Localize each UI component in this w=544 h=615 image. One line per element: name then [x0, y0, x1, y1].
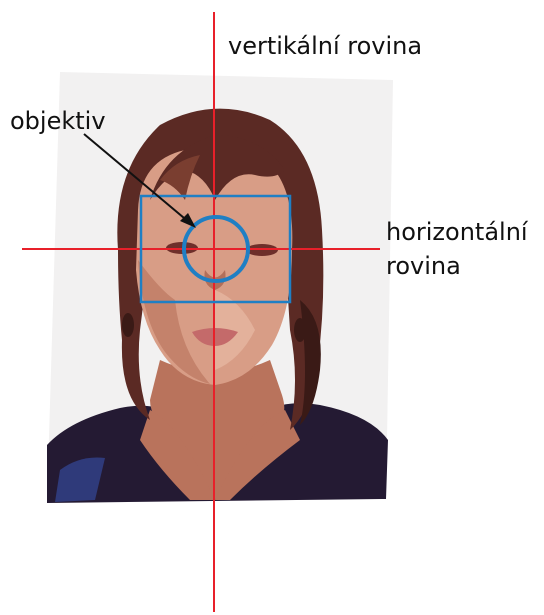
face-light: [215, 290, 255, 370]
horizontal-plane-label-line1: horizontální: [386, 218, 528, 246]
left-earring: [122, 313, 134, 337]
portrait-photo: [47, 72, 393, 503]
objective-leader-line: [83, 133, 191, 224]
objective-circle-icon: [182, 215, 250, 283]
bangs-highlight: [160, 155, 200, 200]
horizontal-plane-label-line2: rovina: [386, 252, 461, 280]
vertical-plane-label: vertikální rovina: [228, 32, 423, 60]
framing-rectangle: [139, 194, 292, 304]
bangs: [150, 135, 285, 200]
clothing: [47, 403, 388, 503]
objective-label: objektiv: [10, 107, 106, 135]
chest: [140, 410, 300, 500]
face-shadow: [138, 260, 210, 384]
neck: [150, 360, 285, 500]
right-earring: [294, 318, 306, 342]
objective-arrowhead-icon: [180, 213, 196, 228]
clothing-highlight: [55, 457, 105, 502]
